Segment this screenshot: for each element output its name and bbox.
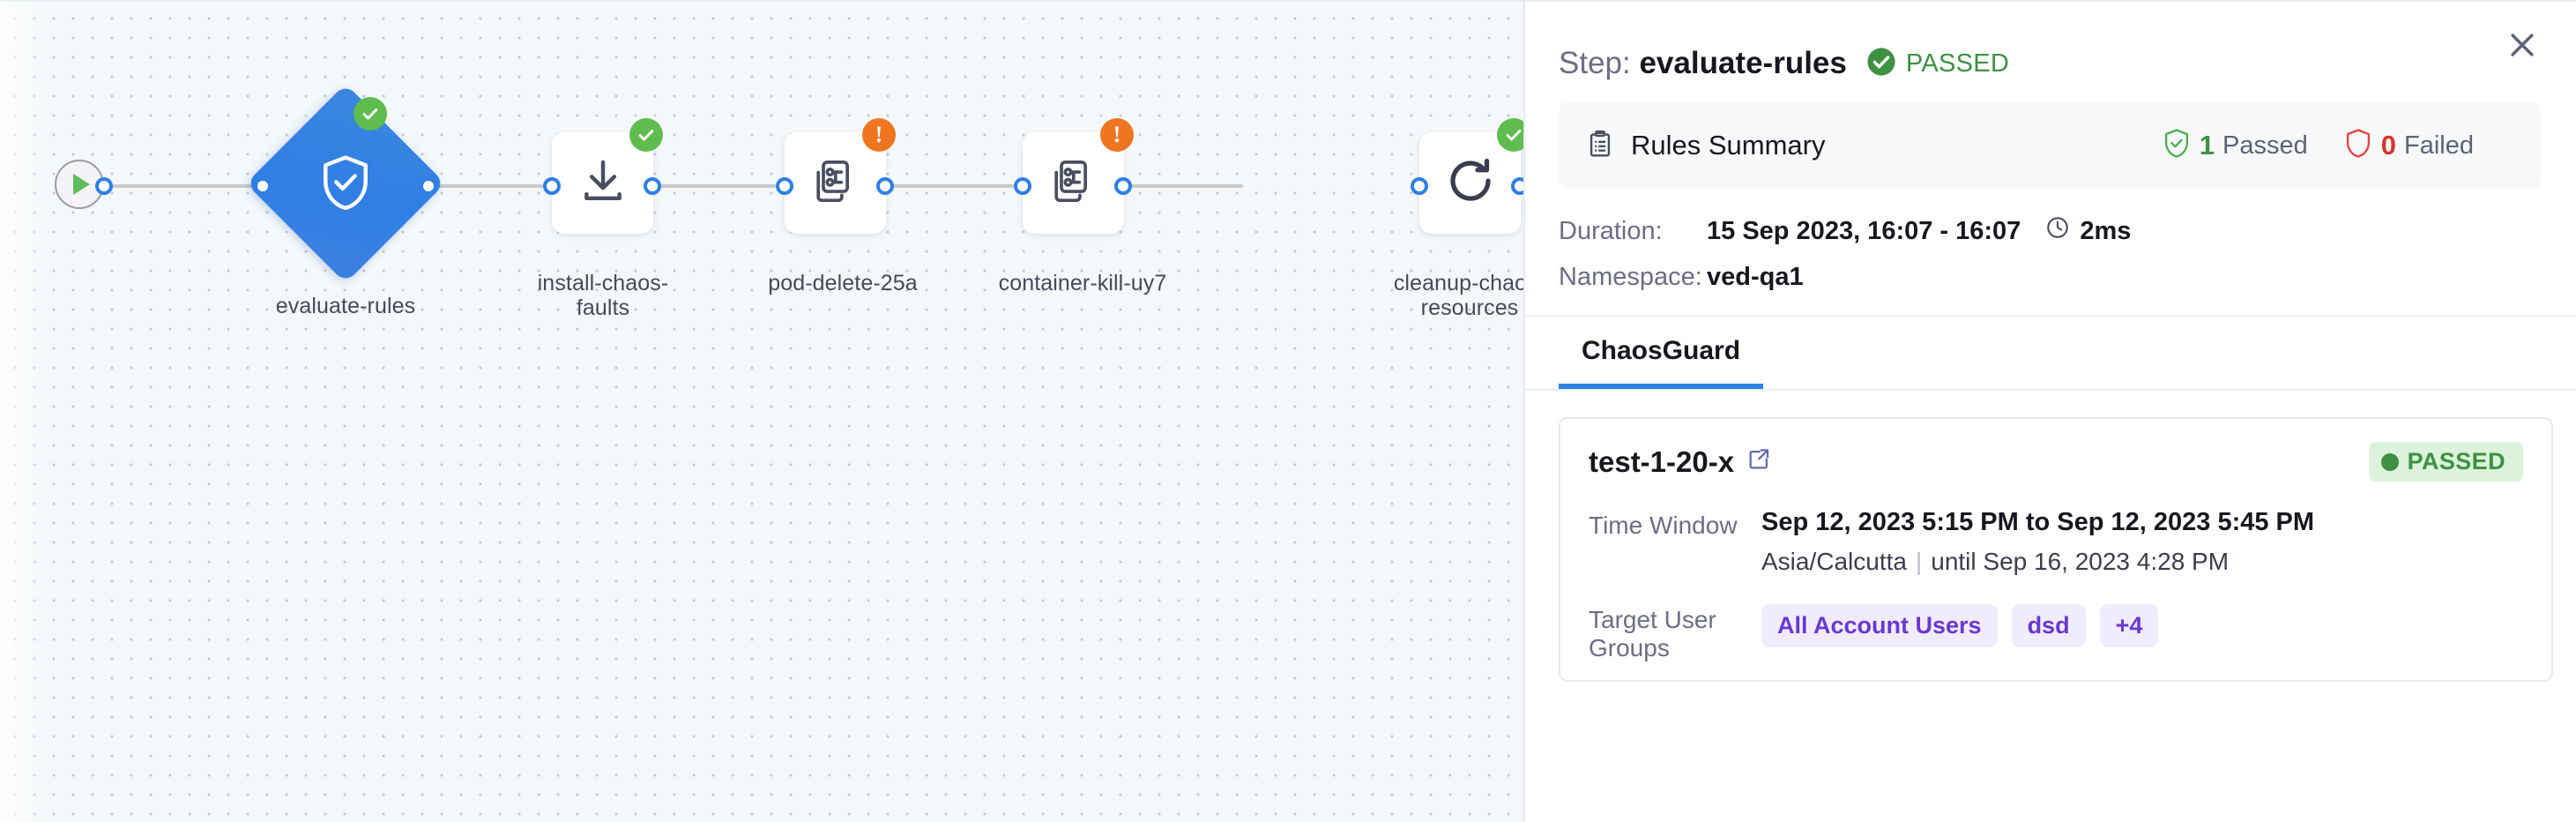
duration-row: Duration: 15 Sep 2023, 16:07 - 16:07 2ms — [1559, 215, 2541, 247]
until-text: until Sep 16, 2023 4:28 PM — [1931, 548, 2230, 575]
node-label-install-chaos-faults: install-chaos-faults — [537, 271, 669, 320]
status-badge-warning: ! — [1100, 118, 1134, 152]
time-window-row: Time Window Sep 12, 2023 5:15 PM to Sep … — [1589, 508, 2523, 576]
duration-range-text: 15 Sep 2023, 16:07 - 16:07 — [1707, 216, 2021, 245]
chaosguard-card: test-1-20-x PASSED Time Window S — [1559, 417, 2553, 682]
timezone-text: Asia/Calcutta — [1761, 548, 1907, 575]
port-container-out[interactable] — [1114, 177, 1132, 195]
step-name-label: evaluate-rules — [1639, 46, 1847, 80]
rules-failed-stat: 0 Failed — [2343, 128, 2474, 164]
clock-icon — [2045, 215, 2070, 247]
check-circle-icon — [1866, 47, 1896, 81]
edge-install-to-pod — [652, 184, 776, 188]
edge-container-to-cleanup — [1120, 184, 1243, 188]
time-window-value: Sep 12, 2023 5:15 PM to Sep 12, 2023 5:4… — [1761, 508, 2315, 536]
port-pod-in[interactable] — [776, 177, 793, 195]
status-text: PASSED — [1905, 49, 2010, 78]
tab-chaosguard[interactable]: ChaosGuard — [1559, 317, 1764, 389]
clipboard-icon — [1585, 129, 1615, 163]
namespace-row: Namespace: ved-qa1 — [1559, 263, 2541, 292]
port-install-in[interactable] — [543, 177, 561, 195]
port-evaluate-in[interactable] — [254, 177, 272, 195]
port-cleanup-in[interactable] — [1411, 177, 1428, 195]
step-details-panel: Step: evaluate-rules PASSED — [1523, 0, 2576, 822]
node-evaluate-rules[interactable] — [243, 81, 448, 286]
shield-icon — [2343, 128, 2373, 164]
panel-tabs: ChaosGuard — [1525, 315, 2576, 389]
rules-passed-stat: 1 Passed — [2162, 128, 2308, 164]
user-group-chip[interactable]: All Account Users — [1761, 604, 1998, 647]
shield-check-icon — [2162, 128, 2192, 164]
user-group-chip[interactable]: dsd — [2011, 604, 2086, 647]
meta-separator: | — [1915, 548, 1923, 575]
rules-passed-count: 1 — [2199, 130, 2215, 161]
card-status-text: PASSED — [2407, 448, 2505, 475]
edge-pod-to-container — [882, 184, 1014, 188]
node-label-container-kill-uy7: container-kill-uy7 — [998, 271, 1167, 295]
duration-label: Duration: — [1559, 216, 1663, 245]
time-window-label: Time Window — [1589, 512, 1738, 539]
step-prefix-label: Step: — [1559, 46, 1631, 80]
node-cleanup-chaos-resources[interactable] — [1419, 118, 1523, 234]
rules-passed-label: Passed — [2222, 131, 2308, 160]
rules-summary-title: Rules Summary — [1631, 130, 1826, 161]
page-title: Step: evaluate-rules — [1559, 46, 1847, 81]
edge-start-to-evaluate — [104, 184, 263, 188]
port-evaluate-out[interactable] — [420, 177, 437, 195]
edge-evaluate-to-install — [428, 184, 552, 188]
status-badge-success — [629, 118, 663, 152]
tabs-divider — [1525, 389, 2576, 391]
node-label-cleanup-chaos-resources: cleanup-chaos-resources — [1393, 271, 1523, 320]
target-user-groups-label: Target User Groups — [1589, 606, 1716, 661]
shield-check-icon — [243, 81, 448, 286]
port-container-in[interactable] — [1014, 177, 1031, 195]
node-pod-delete-25a[interactable]: ! — [785, 118, 896, 234]
status-badge-success — [1497, 118, 1523, 152]
download-icon — [578, 156, 628, 210]
target-user-groups-chips: All Account Users dsd +4 — [1761, 602, 2159, 662]
start-node[interactable] — [55, 160, 104, 209]
card-status-badge: PASSED — [2368, 442, 2523, 482]
status-badge-warning: ! — [862, 118, 896, 152]
duration-ms-text: 2ms — [2080, 216, 2132, 245]
port-cleanup-out[interactable] — [1511, 177, 1523, 195]
node-label-pod-delete-25a: pod-delete-25a — [768, 271, 918, 295]
close-icon[interactable] — [2498, 21, 2546, 69]
rules-summary-box: Rules Summary 1 Passed — [1559, 102, 2541, 189]
status-badge: PASSED — [1866, 47, 2009, 81]
play-icon — [73, 174, 90, 195]
duration-value: 15 Sep 2023, 16:07 - 16:07 2ms — [1707, 215, 2131, 247]
status-badge-success — [354, 97, 387, 131]
panel-header: Step: evaluate-rules PASSED — [1525, 2, 2576, 90]
card-title-text: test-1-20-x — [1589, 445, 1735, 478]
namespace-value: ved-qa1 — [1707, 263, 1804, 291]
namespace-label: Namespace: — [1559, 263, 1702, 291]
step-details-list: Duration: 15 Sep 2023, 16:07 - 16:07 2ms… — [1559, 215, 2541, 292]
status-dot-icon — [2380, 452, 2399, 471]
node-label-evaluate-rules: evaluate-rules — [275, 294, 416, 318]
port-install-out[interactable] — [644, 177, 661, 195]
time-window-meta: Asia/Calcutta | until Sep 16, 2023 4:28 PM — [1761, 548, 2314, 576]
pipeline-canvas[interactable]: evaluate-rules install-chaos-faults — [0, 0, 1523, 822]
refresh-icon — [1444, 154, 1497, 212]
node-container-kill-uy7[interactable]: ! — [1023, 118, 1134, 234]
rules-failed-label: Failed — [2404, 131, 2474, 160]
node-install-chaos-faults[interactable] — [552, 118, 663, 234]
port-pod-out[interactable] — [876, 177, 894, 195]
target-user-groups-row: Target User Groups All Account Users dsd… — [1589, 602, 2523, 662]
card-title: test-1-20-x — [1589, 445, 1771, 479]
chaos-fault-icon — [1049, 156, 1098, 210]
external-link-icon[interactable] — [1746, 445, 1771, 479]
chaos-fault-icon — [811, 156, 860, 210]
rules-failed-count: 0 — [2380, 130, 2396, 161]
user-group-overflow-chip[interactable]: +4 — [2099, 604, 2159, 647]
port-start-out[interactable] — [95, 177, 113, 195]
